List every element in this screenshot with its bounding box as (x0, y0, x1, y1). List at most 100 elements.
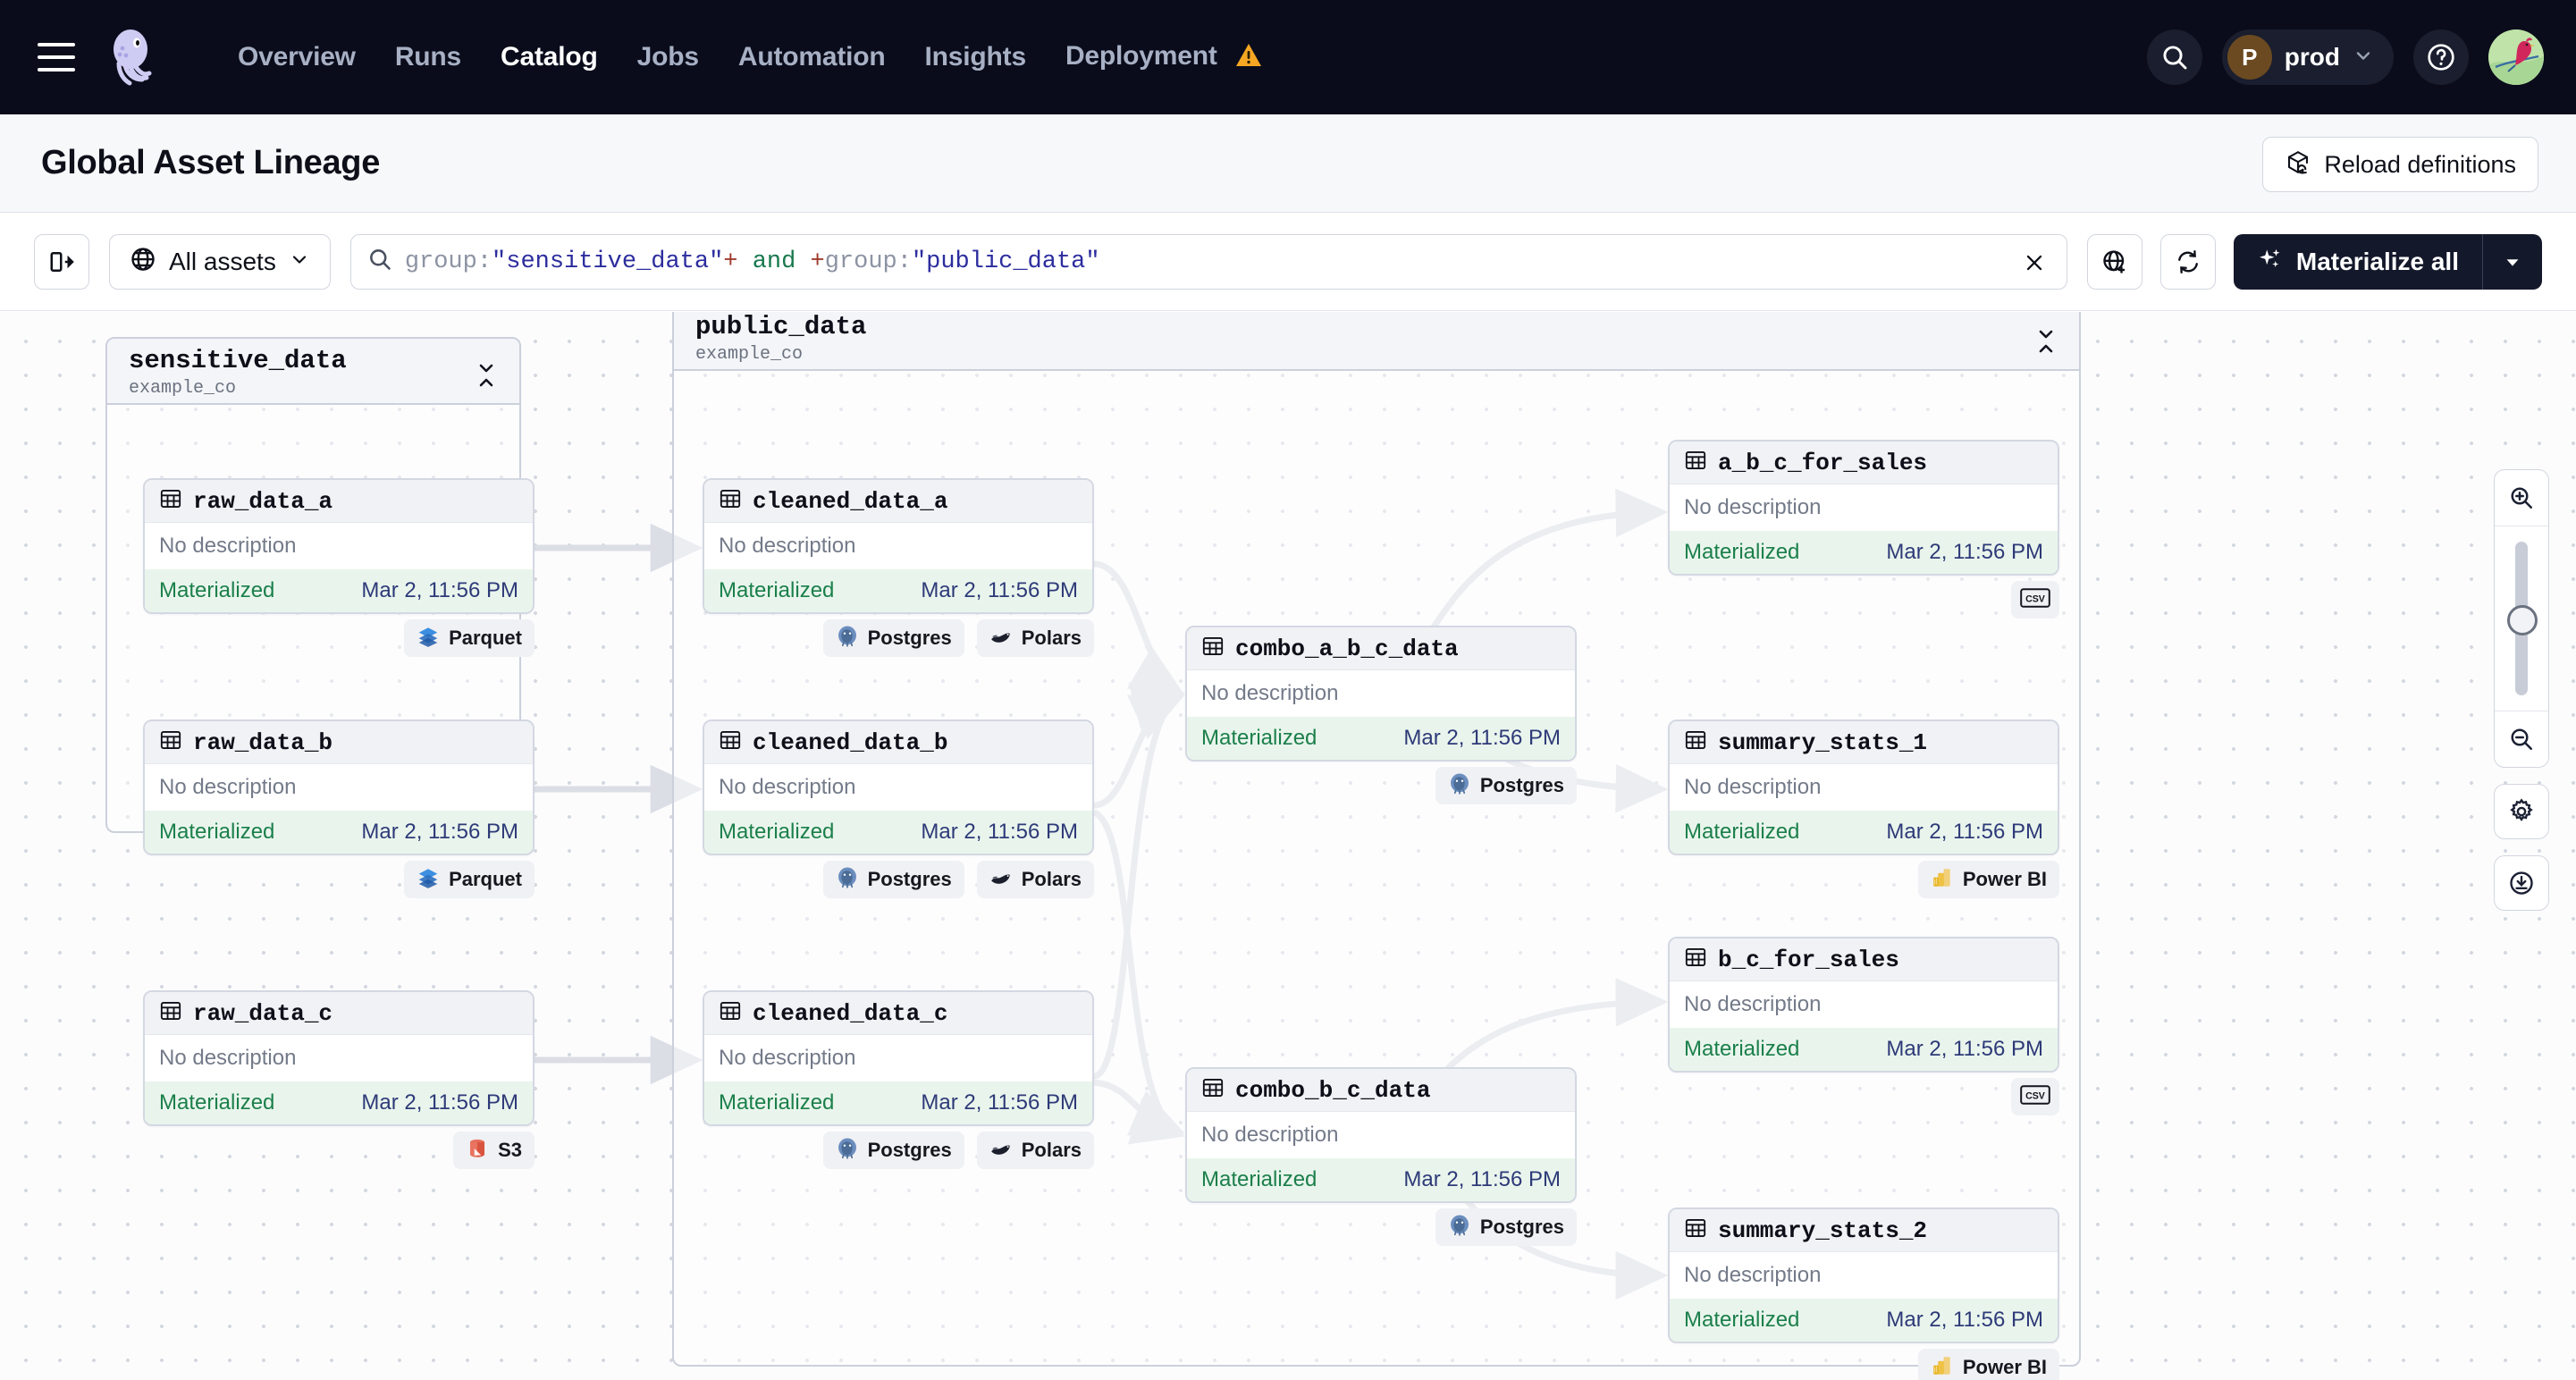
materialize-all-main[interactable]: Materialize all (2234, 234, 2482, 290)
asset-node-status-label: Materialized (719, 578, 835, 602)
csv-icon: CSV (2020, 587, 2050, 612)
search-icon[interactable] (2146, 29, 2202, 85)
clear-search-icon[interactable] (2016, 245, 2052, 281)
nav-link-overview[interactable]: Overview (238, 42, 356, 72)
asset-node-timestamp: Mar 2, 11:56 PM (921, 578, 1078, 602)
asset-tag-polars[interactable]: Polars (976, 619, 1094, 657)
zoom-out-icon[interactable] (2495, 711, 2548, 767)
nav-link-automation[interactable]: Automation (737, 42, 886, 72)
refresh-icon[interactable] (2159, 233, 2216, 290)
main-nav-links: Overview Runs Catalog Jobs Automation In… (218, 41, 1282, 74)
svg-text:CSV: CSV (2025, 1090, 2045, 1101)
asset-tag-power-bi[interactable]: Power BI (1917, 1349, 2059, 1380)
asset-node-description: No description (145, 764, 533, 811)
asset-node-status-label: Materialized (1684, 1308, 1800, 1332)
asset-tag-csv[interactable]: CSV (2011, 1078, 2059, 1115)
panel-expand-icon[interactable] (34, 233, 89, 290)
asset-tag-label: Polars (1021, 868, 1082, 890)
asset-node-header: raw_data_b (145, 721, 533, 764)
globe-plus-icon[interactable] (2086, 233, 2142, 290)
postgres-icon (1448, 1214, 1471, 1241)
asset-node-status-label: Materialized (159, 820, 275, 844)
table-icon (1201, 1076, 1225, 1104)
asset-tag-postgres[interactable]: Postgres (822, 619, 964, 657)
svg-text:CSV: CSV (2025, 593, 2045, 604)
nav-link-insights[interactable]: Insights (924, 42, 1027, 72)
table-icon (719, 999, 742, 1027)
polars-icon (989, 866, 1013, 894)
deployment-avatar: P (2227, 35, 2272, 80)
asset-tag-label: Postgres (1479, 1216, 1564, 1238)
reload-definitions-label: Reload definitions (2324, 150, 2516, 178)
materialize-dropdown-button[interactable] (2483, 234, 2542, 290)
nav-link-runs[interactable]: Runs (394, 42, 462, 72)
nav-link-deployment[interactable]: Deployment (1046, 41, 1282, 74)
zoom-slider[interactable] (2495, 526, 2548, 711)
download-circle-icon[interactable] (2494, 855, 2549, 911)
postgres-icon (1448, 772, 1471, 800)
asset-node-header: summary_stats_1 (1670, 721, 2058, 764)
asset-tag-postgres[interactable]: Postgres (822, 861, 964, 898)
deployment-switcher[interactable]: P prod (2221, 29, 2394, 85)
lineage-toolbar: All assets group:"sensitive_data"+ and +… (0, 213, 2576, 311)
materialize-all-button[interactable]: Materialize all (2233, 233, 2542, 290)
asset-tag-s3[interactable]: S3 (453, 1132, 535, 1169)
asset-node-title: raw_data_a (193, 487, 333, 515)
asset-tag-polars[interactable]: Polars (976, 861, 1094, 898)
zoom-slider-thumb[interactable] (2507, 605, 2538, 635)
asset-tag-postgres[interactable]: Postgres (1435, 767, 1577, 804)
search-token: group: (404, 248, 492, 275)
asset-node-header: a_b_c_for_sales (1670, 442, 2058, 484)
asset-node-header: cleaned_data_b (704, 721, 1092, 764)
reload-definitions-button[interactable]: Reload definitions (2262, 137, 2538, 192)
asset-tag-label: Postgres (867, 868, 952, 890)
dagster-logo-icon[interactable] (100, 24, 166, 90)
user-avatar[interactable] (2488, 29, 2544, 85)
asset-tag-label: Postgres (867, 1139, 952, 1161)
question-circle-icon[interactable] (2413, 29, 2469, 85)
hamburger-menu-icon[interactable] (38, 43, 75, 72)
table-icon (1684, 449, 1707, 476)
collapse-icon[interactable] (2031, 326, 2061, 357)
asset-node-timestamp: Mar 2, 11:56 PM (1886, 820, 2043, 844)
asset-tag-label: Parquet (449, 627, 522, 649)
asset-node-description: No description (1670, 981, 2058, 1028)
asset-tag-power-bi[interactable]: Power BI (1917, 861, 2059, 898)
asset-search-input[interactable]: group:"sensitive_data"+ and +group:"publ… (349, 233, 2067, 290)
asset-tag-label: Power BI (1962, 1356, 2047, 1378)
nav-link-jobs[interactable]: Jobs (636, 42, 699, 72)
nav-link-catalog[interactable]: Catalog (501, 42, 598, 72)
asset-tag-postgres[interactable]: Postgres (822, 1132, 964, 1169)
search-token: + (723, 248, 738, 275)
asset-node-tags: Postgres Polars (703, 619, 1094, 657)
asset-tag-csv[interactable]: CSV (2011, 581, 2059, 618)
zoom-in-icon[interactable] (2495, 470, 2548, 526)
asset-node-title: combo_b_c_data (1235, 1076, 1431, 1104)
asset-tag-parquet[interactable]: Parquet (404, 619, 535, 657)
asset-tag-postgres[interactable]: Postgres (1435, 1208, 1577, 1246)
table-icon (159, 728, 182, 756)
gear-icon[interactable] (2494, 784, 2549, 839)
asset-tag-parquet[interactable]: Parquet (404, 861, 535, 898)
asset-tag-polars[interactable]: Polars (976, 1132, 1094, 1169)
materialize-divider (2482, 233, 2483, 290)
asset-node-title: raw_data_b (193, 728, 333, 756)
collapse-icon[interactable] (471, 360, 501, 391)
scope-filter-button[interactable]: All assets (109, 233, 331, 290)
